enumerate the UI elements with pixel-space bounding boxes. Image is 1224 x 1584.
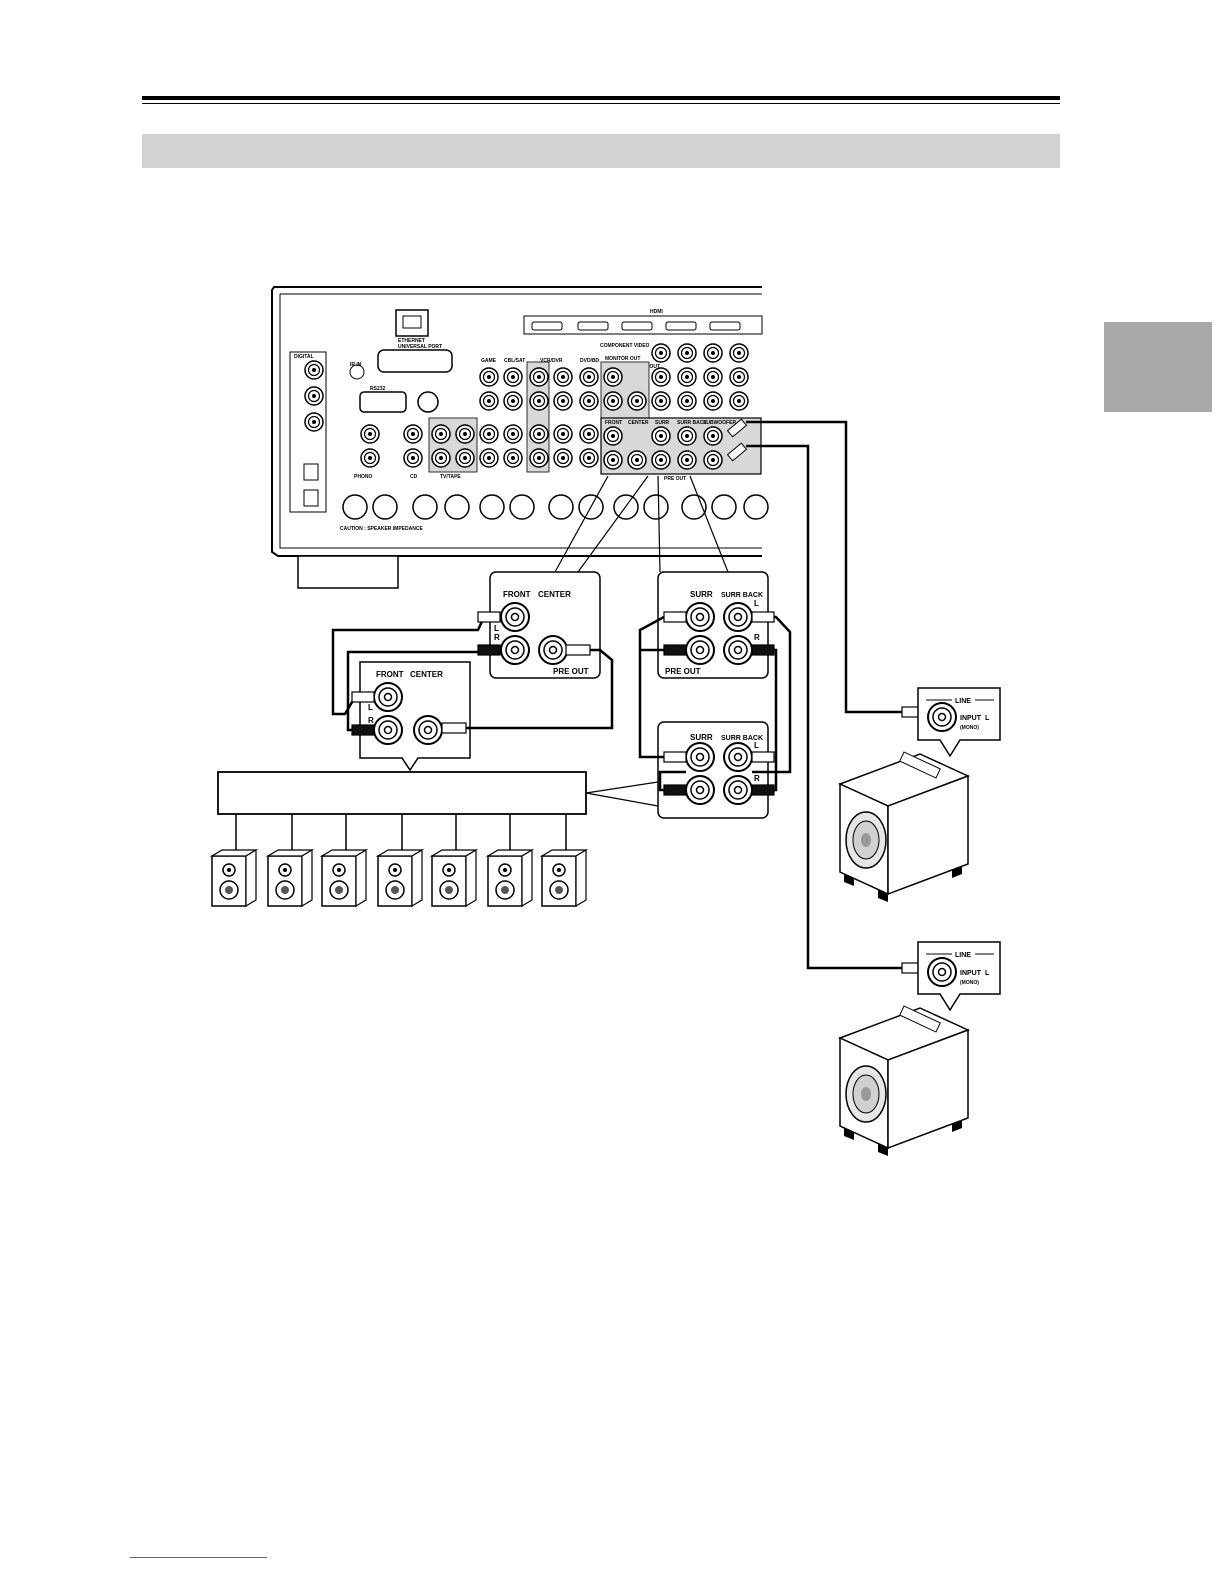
speaker-icon bbox=[431, 849, 477, 907]
callout-amp-surround: SURR SURR BACK L R bbox=[657, 721, 769, 819]
speaker-array bbox=[211, 849, 587, 907]
panel-label-ethernet: ETHERNET bbox=[398, 338, 425, 344]
panel-pre-out-center: CENTER bbox=[628, 420, 649, 426]
panel-pre-out-surr-back: SURR BACK bbox=[677, 420, 707, 426]
header-rule-thin bbox=[142, 103, 1060, 104]
chapter-thumb-tab bbox=[1104, 322, 1212, 412]
panel-label-monitor-out: MONITOR OUT bbox=[605, 356, 640, 362]
panel-label-pre-out: PRE OUT bbox=[664, 476, 686, 482]
rca-plugs bbox=[351, 611, 927, 974]
speaker-icon bbox=[377, 849, 423, 907]
panel-label-hdmi: HDMI bbox=[650, 309, 663, 315]
sub1-mono-label: (MONO) bbox=[960, 725, 979, 731]
panel-label-cd: CD bbox=[410, 474, 418, 480]
callout-surr-label: SURR bbox=[690, 590, 713, 599]
subwoofer-input-callout-1: LINE INPUT L (MONO) bbox=[917, 687, 1001, 758]
callout-surr-pre-out-label: PRE OUT bbox=[665, 667, 701, 676]
callout-surround: SURR SURR BACK L R PRE OUT bbox=[657, 571, 769, 679]
callout-pre-out-label: PRE OUT bbox=[553, 667, 589, 676]
sub1-input-label: INPUT bbox=[960, 715, 982, 722]
panel-pre-out-surr: SURR bbox=[655, 420, 670, 426]
panel-label-vcr-dvr: VCR/DVR bbox=[540, 358, 563, 364]
callout-surr-back-label: SURR BACK bbox=[721, 592, 763, 599]
sub2-line-label: LINE bbox=[955, 952, 971, 959]
panel-label-digital: DIGITAL bbox=[294, 354, 314, 360]
panel-label-tv-tape: TV/TAPE bbox=[440, 474, 461, 480]
sub1-line-label: LINE bbox=[955, 698, 971, 705]
hdmi-port-row bbox=[523, 315, 763, 335]
footer-link-rule bbox=[130, 1557, 267, 1558]
callout-l-label: L bbox=[494, 624, 499, 633]
panel-label-dvd-bd: DVD/BD bbox=[580, 358, 600, 364]
subwoofer-icon bbox=[839, 1005, 969, 1157]
panel-label-game: GAME bbox=[481, 358, 497, 364]
panel-label-phono: PHONO bbox=[354, 474, 372, 480]
speaker-icon bbox=[211, 849, 257, 907]
amp-surr-back-label: SURR BACK bbox=[721, 735, 763, 742]
speaker-icon bbox=[541, 849, 587, 907]
subwoofer-input-callout-2: LINE INPUT L (MONO) bbox=[917, 941, 1001, 1012]
panel-label-cbl-sat: CBL/SAT bbox=[504, 358, 525, 364]
amp-surr-r-label: R bbox=[754, 774, 760, 783]
callout-surr-r-label: R bbox=[754, 633, 760, 642]
callout-leaders bbox=[554, 475, 729, 573]
amp-r-label: R bbox=[368, 716, 374, 725]
speaker-icon bbox=[321, 849, 367, 907]
sub1-l-label: L bbox=[985, 715, 990, 722]
section-heading-bar bbox=[142, 134, 1060, 168]
amp-surr-l-label: L bbox=[754, 741, 759, 750]
callout-front-center: FRONT CENTER L R PRE OUT bbox=[489, 571, 601, 679]
subwoofer-icon bbox=[839, 751, 969, 903]
amp-center-label: CENTER bbox=[410, 670, 443, 679]
callout-amp-front-center: FRONT CENTER L R bbox=[359, 661, 471, 772]
speaker-icon bbox=[267, 849, 313, 907]
callout-surr-l-label: L bbox=[754, 599, 759, 608]
callout-r-label: R bbox=[494, 633, 500, 642]
speaker-wires bbox=[235, 814, 567, 852]
panel-pre-out-front: FRONT bbox=[605, 420, 622, 426]
amp-surr-label: SURR bbox=[690, 733, 713, 742]
panel-label-component-video: COMPONENT VIDEO bbox=[600, 343, 650, 349]
amp-l-label: L bbox=[368, 703, 373, 712]
panel-label-universal-port: UNIVERSAL PORT bbox=[398, 344, 442, 350]
header-rule bbox=[142, 96, 1060, 100]
receiver-rear-panel: DIGITAL ETHERNET UNIVERSAL PORT RS232 IR… bbox=[271, 286, 769, 589]
speaker-terminal-row bbox=[342, 494, 769, 520]
panel-label-caution: CAUTION : SPEAKER IMPEDANCE bbox=[340, 526, 423, 532]
sub2-l-label: L bbox=[985, 970, 990, 977]
power-amplifier bbox=[217, 771, 659, 815]
callout-center-label: CENTER bbox=[538, 590, 571, 599]
callout-front-label: FRONT bbox=[503, 590, 531, 599]
sub2-mono-label: (MONO) bbox=[960, 980, 979, 986]
amp-front-label: FRONT bbox=[376, 670, 404, 679]
panel-label-rs232: RS232 bbox=[370, 386, 386, 392]
panel-pre-out-subwoofer: SUBWOOFER bbox=[703, 420, 736, 426]
speaker-icon bbox=[487, 849, 533, 907]
panel-label-ir: IR IN bbox=[350, 362, 362, 368]
sub2-input-label: INPUT bbox=[960, 970, 982, 977]
